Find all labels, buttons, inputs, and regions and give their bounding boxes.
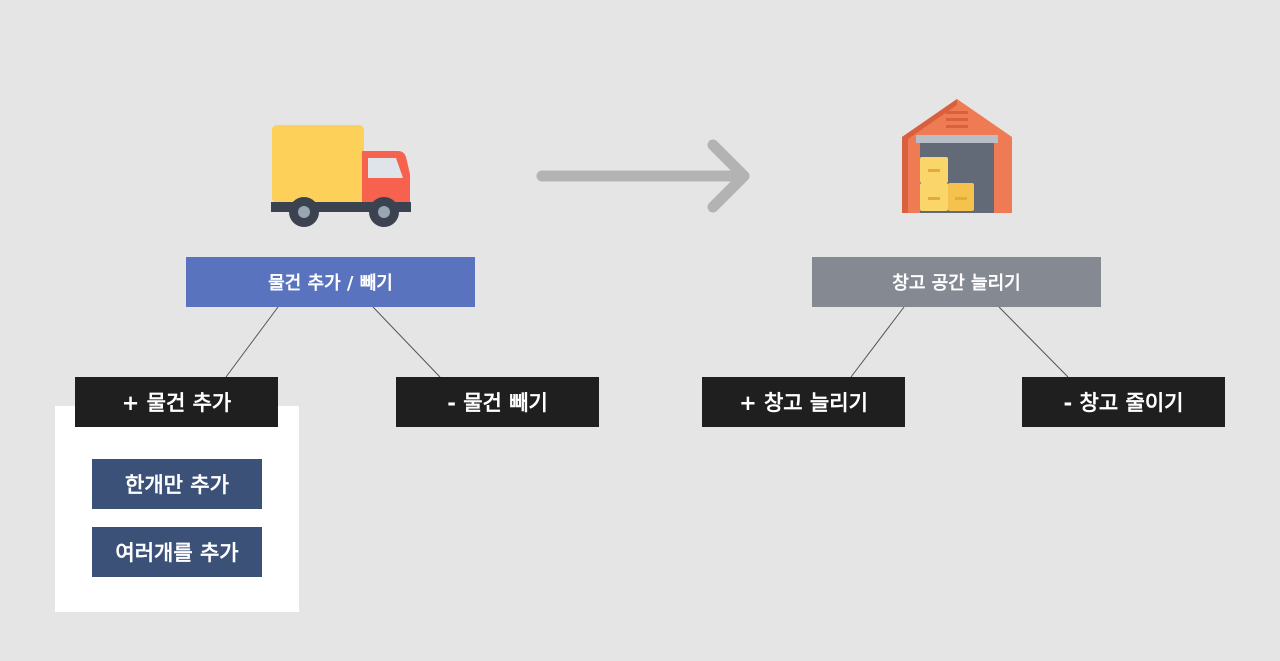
truck-icon (271, 125, 411, 227)
add-options-panel (55, 406, 299, 612)
add-single-option[interactable]: 한개만 추가 (92, 459, 262, 509)
add-item-label: + 물건 추가 (121, 391, 232, 415)
connector-left-remove (372, 306, 441, 378)
connector-right-increase (850, 306, 905, 378)
arrow-right-icon (536, 139, 750, 213)
connector-left-add (225, 306, 279, 378)
decrease-warehouse-label: - 창고 줄이기 (1063, 391, 1184, 415)
remove-item-label: - 물건 빼기 (447, 391, 548, 415)
expand-warehouse-node[interactable]: 창고 공간 늘리기 (812, 257, 1101, 307)
remove-item-button[interactable]: - 물건 빼기 (396, 377, 599, 427)
add-item-button[interactable]: + 물건 추가 (75, 377, 278, 427)
add-multiple-option[interactable]: 여러개를 추가 (92, 527, 262, 577)
increase-warehouse-label: + 창고 늘리기 (739, 391, 868, 415)
expand-warehouse-label: 창고 공간 늘리기 (892, 273, 1021, 294)
add-remove-items-node[interactable]: 물건 추가 / 빼기 (186, 257, 475, 307)
increase-warehouse-button[interactable]: + 창고 늘리기 (702, 377, 905, 427)
add-single-label: 한개만 추가 (125, 473, 229, 497)
add-remove-items-label: 물건 추가 / 빼기 (268, 273, 393, 294)
add-multiple-label: 여러개를 추가 (115, 541, 239, 565)
warehouse-icon (902, 99, 1012, 213)
decrease-warehouse-button[interactable]: - 창고 줄이기 (1022, 377, 1225, 427)
connector-right-decrease (998, 306, 1069, 378)
